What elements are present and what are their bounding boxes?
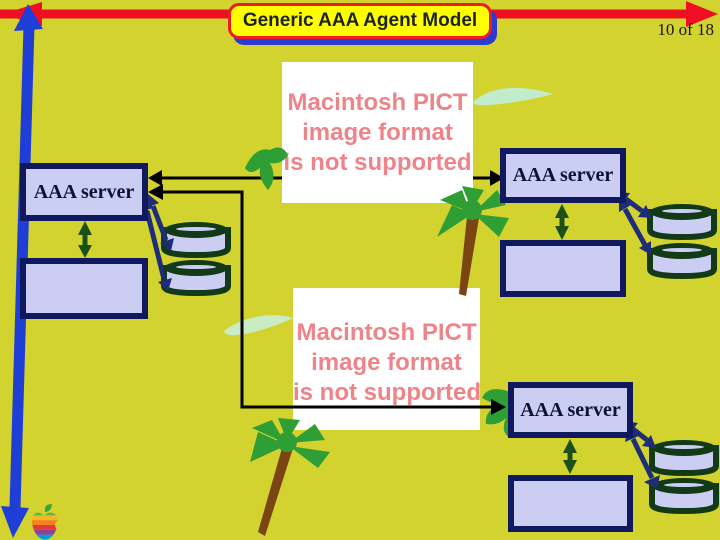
palm-tree-icon	[437, 186, 509, 296]
empty-box-bottom-right	[508, 475, 633, 532]
pict-text-line: image format	[311, 349, 462, 376]
database-cylinder-icon	[649, 478, 719, 515]
aaa-server-label: AAA server	[512, 164, 614, 186]
palm-frond-icon	[482, 389, 514, 438]
empty-box-left	[20, 258, 148, 319]
database-cylinder-icon	[647, 243, 717, 280]
database-cylinder-icon	[647, 204, 717, 241]
slide-title-box: Generic AAA Agent Model	[228, 3, 492, 39]
leaf-icon	[224, 315, 293, 336]
database-cylinder-icon	[161, 222, 231, 259]
aaa-server-label: AAA server	[520, 398, 621, 421]
pict-text-line: is not supported	[283, 149, 472, 176]
database-cylinder-icon	[649, 440, 719, 477]
pict-text-line: image format	[302, 119, 453, 146]
palm-tree-icon	[250, 418, 330, 536]
slide-title: Generic AAA Agent Model	[242, 10, 478, 31]
double-arrow-icon	[563, 439, 577, 474]
pict-placeholder-top: Macintosh PICT image format is not suppo…	[282, 62, 473, 203]
apple-logo-icon	[32, 504, 60, 540]
palm-frond-icon	[245, 147, 288, 190]
aaa-server-label: AAA server	[33, 180, 135, 203]
double-arrow-icon	[555, 204, 569, 240]
pict-text-line: Macintosh PICT	[287, 89, 468, 116]
database-cylinder-icon	[161, 260, 231, 297]
page-indicator: 10 of 18	[657, 20, 714, 39]
aaa-server-box-left: AAA server	[20, 163, 148, 221]
pict-text-line: is not supported	[293, 379, 481, 406]
pict-placeholder-bottom: Macintosh PICT image format is not suppo…	[293, 288, 481, 430]
double-arrow-icon	[78, 221, 92, 258]
empty-box-top-right	[500, 240, 626, 297]
connector-left-bottomright	[148, 184, 506, 415]
pict-text-line: Macintosh PICT	[296, 319, 477, 346]
aaa-server-box-top-right: AAA server	[500, 148, 626, 203]
aaa-server-box-bottom-right: AAA server	[508, 382, 633, 438]
leaf-icon	[473, 87, 553, 106]
